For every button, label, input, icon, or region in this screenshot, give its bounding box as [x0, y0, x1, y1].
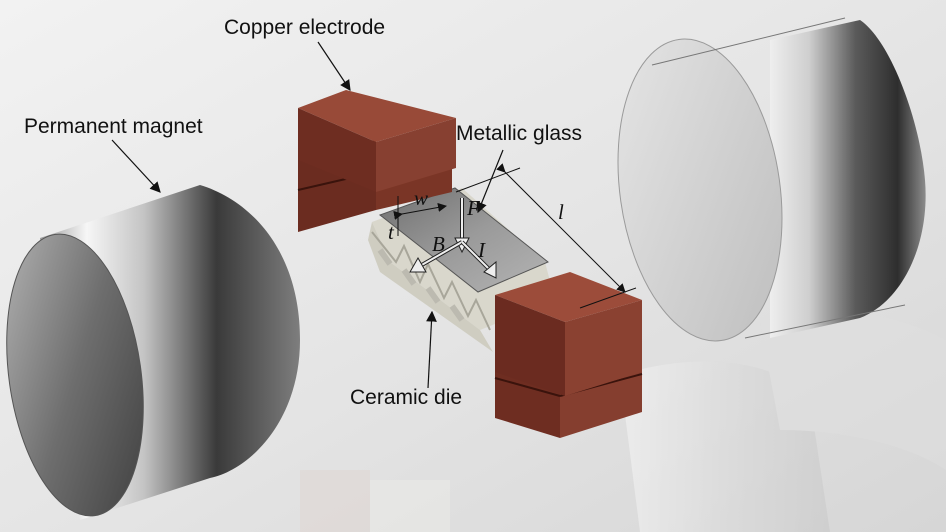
symbol-current: I	[478, 238, 485, 262]
field-arrow	[409, 240, 463, 273]
label-ceramic-die: Ceramic die	[350, 386, 463, 409]
width-dimension	[393, 203, 447, 220]
symbol-field: B	[432, 232, 445, 256]
symbol-length: l	[558, 200, 564, 224]
length-dimension	[455, 163, 637, 309]
copper-electrode-back	[297, 90, 456, 232]
permanent-magnet-right	[617, 17, 926, 342]
permanent-magnet-left	[6, 185, 300, 520]
copper-electrode-front	[494, 272, 643, 438]
label-metallic-glass: Metallic glass	[456, 122, 583, 145]
floor-reflections	[300, 311, 946, 532]
label-permanent-magnet: Permanent magnet	[24, 115, 203, 138]
current-arrow	[460, 240, 497, 279]
label-copper-electrode: Copper electrode	[224, 16, 386, 39]
symbol-force: F	[467, 196, 480, 220]
leader-lines	[111, 41, 504, 389]
symbol-width: w	[414, 186, 429, 210]
symbol-thickness: t	[388, 220, 394, 244]
